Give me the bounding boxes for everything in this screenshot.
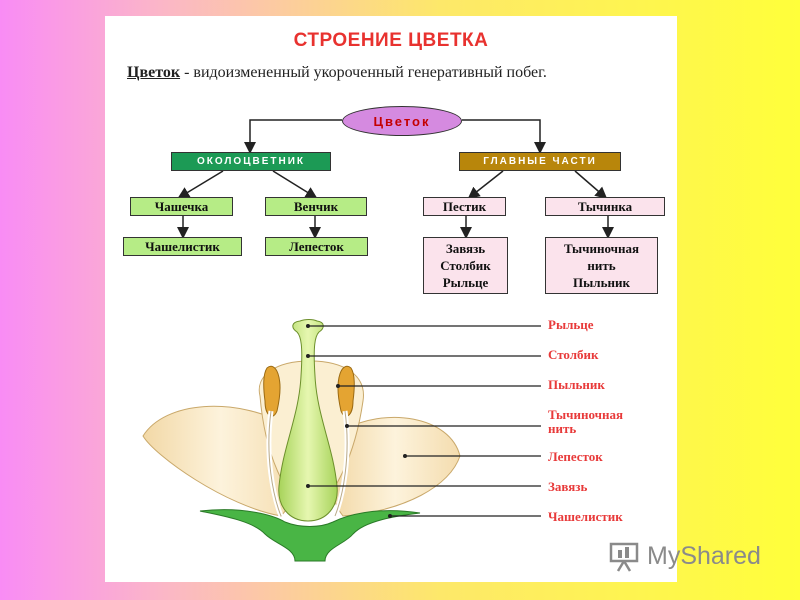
stamen-part-filament-1: Тычиночная: [563, 241, 639, 256]
label-filament-line2: нить: [548, 421, 577, 436]
label-style: Столбик: [548, 347, 599, 362]
pistil: [278, 319, 338, 522]
anther-right: [337, 365, 355, 417]
stamen-part-anther: Пыльник: [573, 275, 630, 290]
root-node-flower: Цветок: [342, 106, 462, 136]
definition-term: Цветок: [127, 64, 181, 81]
definition-text: Цветок - видоизмененный укороченный гене…: [127, 64, 667, 82]
pistil-part-style: Столбик: [440, 258, 491, 273]
watermark-text: MyShared: [647, 541, 761, 570]
node-petal: Лепесток: [265, 237, 368, 256]
pistil-part-ovary: Завязь: [445, 241, 486, 256]
flower-illustration: [142, 319, 541, 562]
node-pistil: Пестик: [423, 197, 506, 216]
node-perianth: ОКОЛОЦВЕТНИК: [171, 152, 331, 171]
node-calyx: Чашечка: [130, 197, 233, 216]
node-corolla: Венчик: [265, 197, 367, 216]
label-anther: Пыльник: [548, 377, 605, 392]
page-title: СТРОЕНИЕ ЦВЕТКА: [293, 30, 489, 51]
label-petal: Лепесток: [548, 449, 603, 464]
stamen-part-filament-2: нить: [587, 258, 616, 273]
tree-connectors: [177, 119, 614, 239]
pistil-part-stigma: Рыльце: [442, 275, 489, 290]
label-sepal: Чашелистик: [548, 509, 623, 524]
node-sepal: Чашелистик: [123, 237, 242, 256]
node-main-parts: ГЛАВНЫЕ ЧАСТИ: [459, 152, 621, 171]
label-filament-line1: Тычиночная: [548, 407, 624, 422]
anther-left: [263, 365, 281, 417]
node-pistil-parts: Завязь Столбик Рыльце: [423, 237, 508, 294]
node-stamen: Тычинка: [545, 197, 665, 216]
diagram-panel: СТРОЕНИЕ ЦВЕТКА Цветок - видоизмененный …: [105, 16, 677, 582]
definition-body: - видоизмененный укороченный генеративны…: [180, 64, 547, 81]
label-stigma: Рыльце: [548, 317, 594, 332]
label-filament: Тычиночная нить: [548, 408, 623, 436]
node-stamen-parts: Тычиночная нить Пыльник: [545, 237, 658, 294]
filament-left-outline: [268, 410, 282, 517]
presentation-board-icon: [609, 542, 639, 572]
label-ovary: Завязь: [548, 479, 588, 494]
watermark-logo: MyShared: [608, 538, 761, 574]
